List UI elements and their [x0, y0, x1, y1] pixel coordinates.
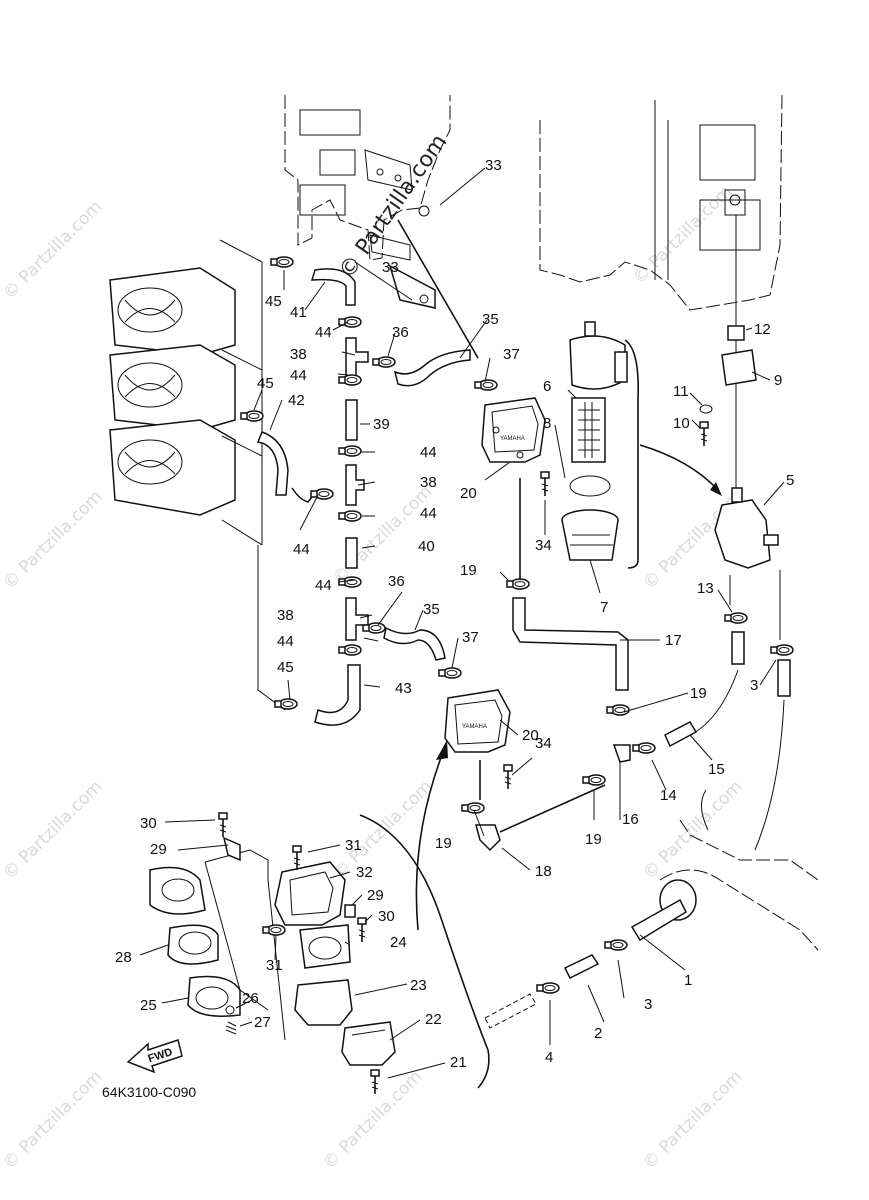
callout-44: 44 — [293, 541, 310, 558]
callout-44: 44 — [420, 444, 437, 461]
callout-24: 24 — [390, 934, 407, 951]
callout-35: 35 — [482, 311, 499, 328]
callout-45: 45 — [277, 659, 294, 676]
callout-25: 25 — [140, 997, 157, 1014]
callout-30: 30 — [140, 815, 157, 832]
callout-37: 37 — [503, 346, 520, 363]
callout-10: 10 — [673, 415, 690, 432]
callout-30: 30 — [378, 908, 395, 925]
callout-14: 14 — [660, 787, 677, 804]
callout-31: 31 — [266, 957, 283, 974]
callout-29: 29 — [150, 841, 167, 858]
callout-20: 20 — [460, 485, 477, 502]
callout-1: 1 — [684, 972, 692, 989]
callout-19: 19 — [460, 562, 477, 579]
callout-12: 12 — [754, 321, 771, 338]
callout-2: 2 — [594, 1025, 602, 1042]
callout-labels: 33 33 45 41 44 36 35 38 44 37 45 42 39 4… — [115, 157, 794, 1071]
callout-17: 17 — [665, 632, 682, 649]
callout-38: 38 — [277, 607, 294, 624]
callout-33: 33 — [485, 157, 502, 174]
breakdown-arrow — [415, 754, 443, 931]
callout-40: 40 — [418, 538, 435, 555]
watermark: © Partzilla.com — [639, 777, 746, 884]
callout-34: 34 — [535, 735, 552, 752]
callout-43: 43 — [395, 680, 412, 697]
drawing-number: 64K3100-C090 — [102, 1084, 196, 1100]
callout-38: 38 — [420, 474, 437, 491]
right-parts — [699, 215, 794, 656]
callout-44: 44 — [315, 577, 332, 594]
breakdown-bracket — [359, 814, 490, 1089]
watermark: © Partzilla.com — [0, 487, 106, 594]
pump-brand: YAMAHA — [462, 724, 487, 730]
fwd-arrow: FWD — [126, 1039, 183, 1074]
assembly-arrow — [639, 444, 719, 491]
callout-44: 44 — [290, 367, 307, 384]
callout-13: 13 — [697, 580, 714, 597]
fuel-pump-upper: YAMAHA — [474, 379, 550, 497]
left-hose-column — [240, 256, 471, 726]
callout-44: 44 — [420, 505, 437, 522]
hose-lines-middle — [499, 478, 791, 851]
pump-brand: YAMAHA — [500, 436, 525, 442]
callout-19: 19 — [690, 685, 707, 702]
callout-45: 45 — [265, 293, 282, 310]
callout-8: 8 — [543, 415, 551, 432]
engine-block-right — [539, 94, 783, 311]
callout-34: 34 — [535, 537, 552, 554]
engine-block-top — [284, 95, 451, 261]
callout-21: 21 — [450, 1054, 467, 1071]
callout-39: 39 — [373, 416, 390, 433]
callout-7: 7 — [600, 599, 608, 616]
callout-15: 15 — [708, 761, 725, 778]
leader-lines — [139, 167, 785, 1079]
callout-27: 27 — [254, 1014, 271, 1031]
callout-44: 44 — [277, 633, 294, 650]
callout-5: 5 — [786, 472, 794, 489]
watermark: © Partzilla.com — [629, 182, 736, 289]
callout-22: 22 — [425, 1011, 442, 1028]
callout-23: 23 — [410, 977, 427, 994]
callout-32: 32 — [356, 864, 373, 881]
callout-38: 38 — [290, 346, 307, 363]
watermark: © Partzilla.com — [0, 777, 106, 884]
callout-18: 18 — [535, 863, 552, 880]
callout-9: 9 — [774, 372, 782, 389]
callout-6: 6 — [543, 378, 551, 395]
callout-19: 19 — [585, 831, 602, 848]
callout-45: 45 — [257, 375, 274, 392]
callout-42: 42 — [288, 392, 305, 409]
lower-unit — [484, 789, 819, 1029]
callout-19: 19 — [435, 835, 452, 852]
watermark: © Partzilla.com — [0, 197, 106, 304]
callout-44: 44 — [315, 324, 332, 341]
callout-16: 16 — [622, 811, 639, 828]
callout-31: 31 — [345, 837, 362, 854]
callout-36: 36 — [392, 324, 409, 341]
pump-exploded-view — [149, 812, 396, 1095]
hose-line-upper — [397, 219, 479, 359]
carburetor-stack — [109, 239, 286, 711]
callout-3: 3 — [644, 996, 652, 1013]
callout-37: 37 — [462, 629, 479, 646]
callout-29: 29 — [367, 887, 384, 904]
watermark: © Partzilla.com — [0, 1067, 106, 1174]
callout-3: 3 — [750, 677, 758, 694]
callout-33: 33 — [382, 259, 399, 276]
gasket-33 — [388, 264, 436, 309]
callout-26: 26 — [242, 990, 259, 1007]
callout-35: 35 — [423, 601, 440, 618]
fuel-filter-assembly — [561, 321, 640, 569]
callout-4: 4 — [545, 1049, 553, 1066]
callout-36: 36 — [388, 573, 405, 590]
watermark: © Partzilla.com — [329, 777, 436, 884]
fuel-pump-lower: YAMAHA — [438, 667, 513, 852]
watermark: © Partzilla.com — [639, 1067, 746, 1174]
callout-11: 11 — [673, 383, 689, 400]
callout-20: 20 — [522, 727, 539, 744]
callout-41: 41 — [290, 304, 307, 321]
callout-28: 28 — [115, 949, 132, 966]
